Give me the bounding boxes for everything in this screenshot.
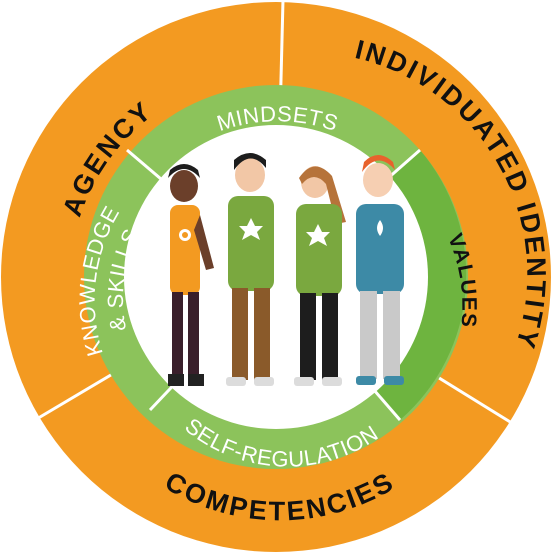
center-circle	[124, 125, 428, 429]
person-1-icon	[168, 164, 214, 386]
person-4-icon	[356, 155, 404, 385]
people-illustration	[168, 153, 404, 386]
person-3-icon	[294, 166, 346, 386]
person-2-icon	[226, 153, 274, 386]
